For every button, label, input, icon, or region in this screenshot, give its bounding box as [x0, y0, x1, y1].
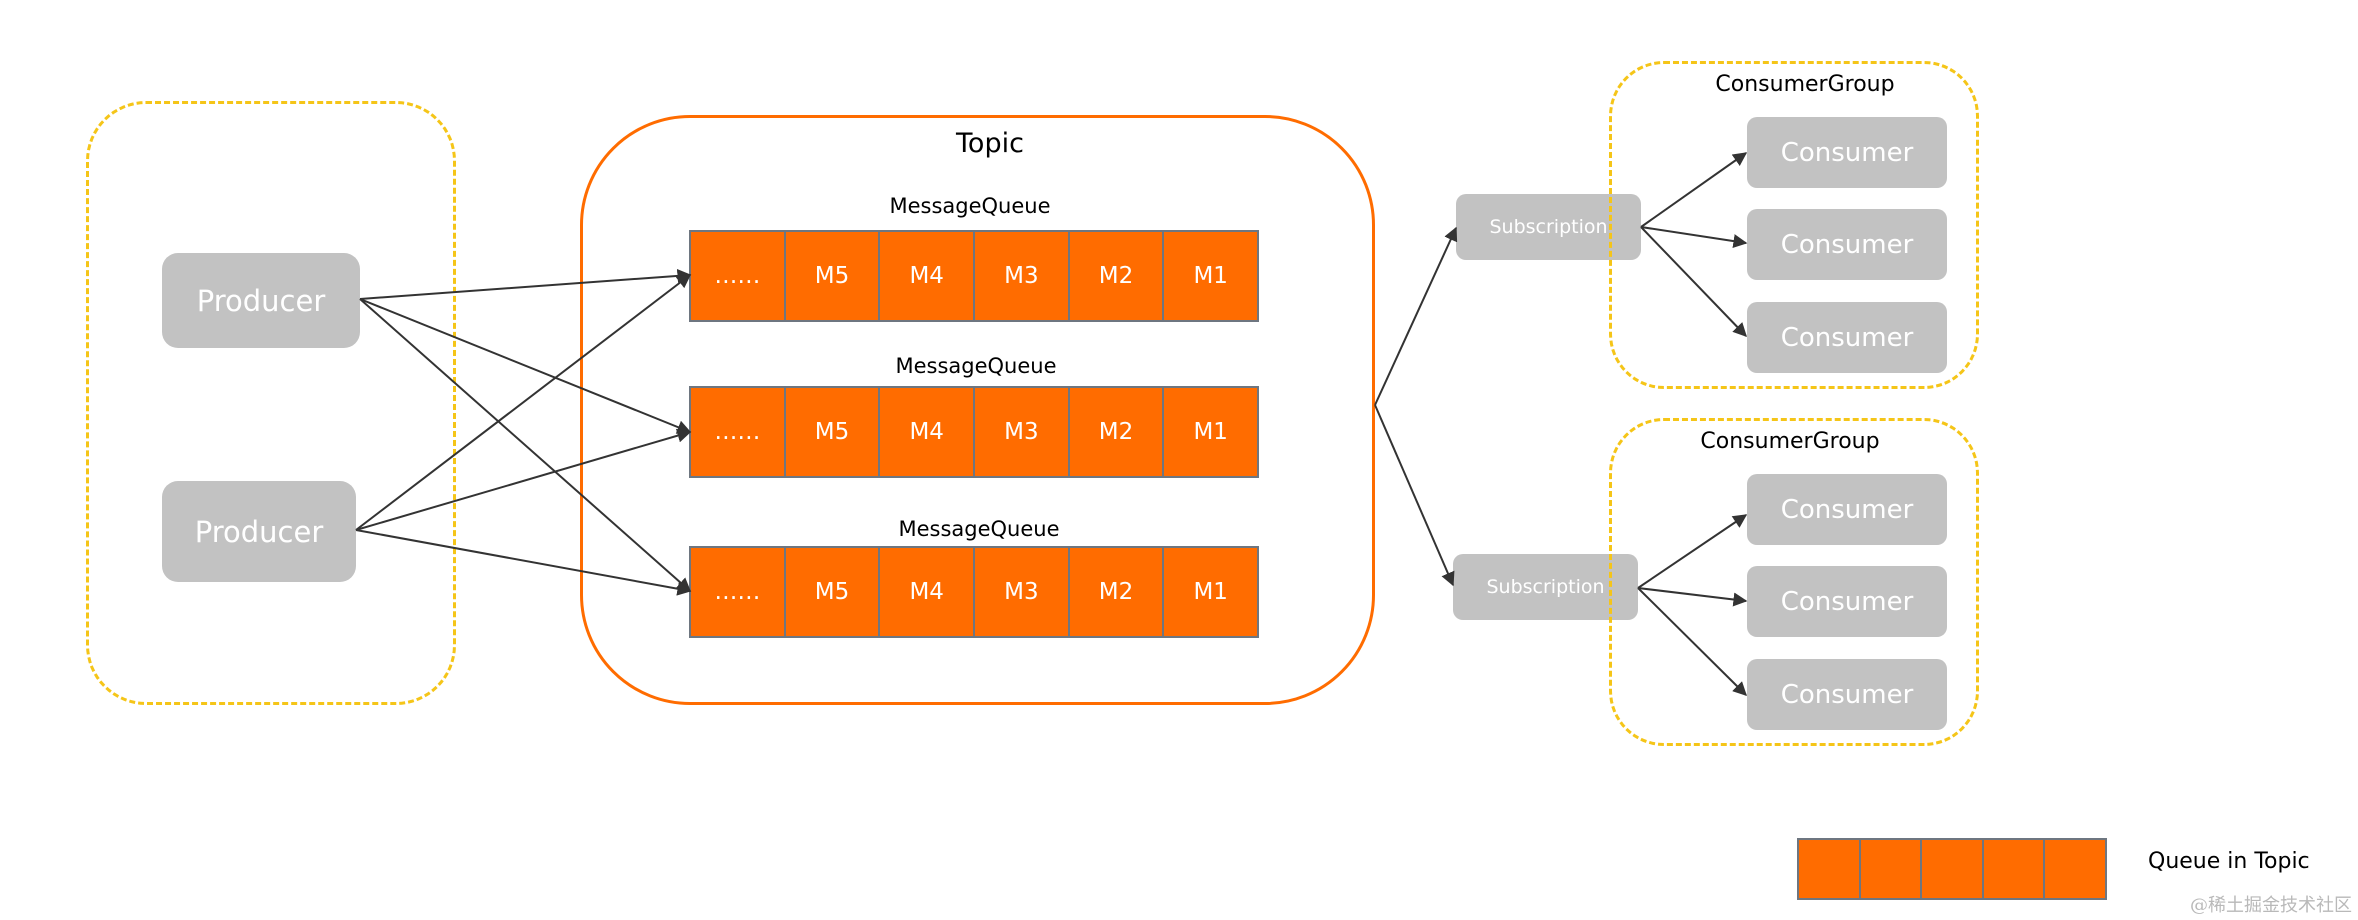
- consumer-box[interactable]: Consumer: [1747, 302, 1947, 373]
- topic-label: Topic: [956, 128, 1024, 159]
- queue-cell: M1: [1193, 263, 1228, 289]
- legend-cell: [1984, 840, 2046, 898]
- consumer-group-label: ConsumerGroup: [1700, 429, 1880, 454]
- producer-group: [86, 101, 456, 705]
- queue-cell: M1: [1193, 419, 1228, 445]
- legend-cell: [1799, 840, 1861, 898]
- message-queue: …… M5 M4 M3 M2 M1: [689, 546, 1259, 638]
- queue-cell: M2: [1070, 388, 1165, 476]
- arrow-subscription-to-consumer: [1637, 587, 1747, 696]
- topic-container: [580, 115, 1375, 705]
- subscription-box[interactable]: Subscription: [1453, 554, 1638, 620]
- message-queue-label: MessageQueue: [895, 354, 1057, 378]
- producer-box[interactable]: Producer: [162, 481, 356, 582]
- queue-cell: ……: [691, 388, 786, 476]
- legend-label: Queue in Topic: [2148, 849, 2310, 874]
- queue-cell: M5: [786, 388, 881, 476]
- arrow-producer-to-queue: [355, 529, 692, 596]
- message-queue: …… M5 M4 M3 M2 M1: [689, 386, 1259, 478]
- consumer-group-label: ConsumerGroup: [1715, 72, 1895, 97]
- legend-cell: [2045, 840, 2105, 898]
- legend-queue-swatch: [1797, 838, 2107, 900]
- queue-cell: M2: [1070, 548, 1165, 636]
- arrow-topic-to-subscription: [1374, 404, 1455, 587]
- message-queue: …… M5 M4 M3 M2 M1: [689, 230, 1259, 322]
- queue-cell: ……: [691, 232, 786, 320]
- consumer-box[interactable]: Consumer: [1747, 566, 1947, 637]
- queue-cell: M5: [786, 548, 881, 636]
- queue-cell: ……: [691, 548, 786, 636]
- arrow-producer-to-queue: [355, 428, 692, 531]
- arrow-topic-to-subscription: [1374, 226, 1458, 406]
- consumer-box[interactable]: Consumer: [1747, 117, 1947, 188]
- message-queue-label: MessageQueue: [898, 517, 1060, 541]
- arrow-producer-to-queue: [359, 298, 692, 592]
- queue-cell: M5: [786, 232, 881, 320]
- producer-box[interactable]: Producer: [162, 253, 360, 348]
- queue-cell: M3: [975, 388, 1070, 476]
- queue-cell: M4: [880, 388, 976, 476]
- consumer-box[interactable]: Consumer: [1747, 209, 1947, 280]
- queue-cell: M1: [1193, 579, 1228, 605]
- consumer-box[interactable]: Consumer: [1747, 474, 1947, 545]
- queue-cell: M4: [880, 232, 976, 320]
- arrow-producer-to-queue: [359, 298, 692, 434]
- consumer-group: [1609, 418, 1979, 746]
- consumer-group: [1609, 61, 1979, 389]
- arrow-subscription-to-consumer: [1637, 514, 1748, 589]
- consumer-box[interactable]: Consumer: [1747, 659, 1947, 730]
- arrow-subscription-to-consumer: [1640, 226, 1747, 338]
- legend-cell: [1861, 840, 1923, 898]
- arrow-producer-to-queue: [355, 274, 692, 531]
- queue-cell: M3: [975, 548, 1070, 636]
- queue-cell: M4: [880, 548, 976, 636]
- arrow-producer-to-queue: [359, 268, 692, 300]
- watermark: @稀土掘金技术社区: [2190, 895, 2352, 916]
- queue-cell: M2: [1070, 232, 1165, 320]
- queue-cell: M3: [975, 232, 1070, 320]
- legend-cell: [1922, 840, 1984, 898]
- arrow-subscription-to-consumer: [1640, 226, 1748, 249]
- arrow-subscription-to-consumer: [1640, 152, 1748, 228]
- arrow-subscription-to-consumer: [1637, 587, 1748, 607]
- message-queue-label: MessageQueue: [889, 194, 1051, 218]
